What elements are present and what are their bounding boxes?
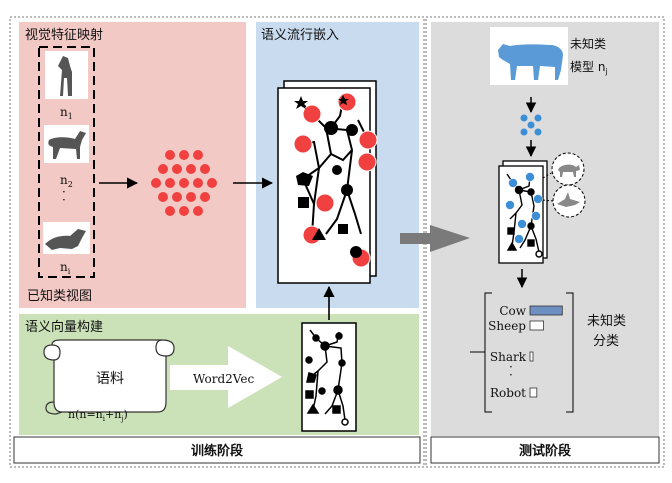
- classify-label: 未知类: [587, 313, 626, 329]
- visual-mapping-title: 视觉特征映射: [25, 27, 103, 43]
- word2vec-label: Word2Vec: [193, 372, 254, 386]
- feature-dot: [165, 206, 175, 216]
- word2vec-arrow: [170, 346, 282, 408]
- view-label-1: n1: [60, 105, 73, 121]
- testing-stage-bar: [430, 436, 660, 464]
- test-graph-nodes: [505, 172, 543, 244]
- feature-dot: [200, 164, 210, 174]
- class-ellipsis-2: ·: [509, 368, 513, 382]
- link-shark: [542, 199, 554, 202]
- view-ellipsis-1: ·: [62, 185, 66, 199]
- feature-dot: [193, 206, 203, 216]
- feature-dot: [172, 164, 182, 174]
- class-label: Shark: [490, 350, 527, 364]
- feature-dot: [158, 164, 168, 174]
- class-score-bar: [529, 387, 538, 398]
- known-views-box: [38, 46, 95, 278]
- horse-view-2: [44, 125, 89, 163]
- class-label: Sheep: [488, 319, 526, 333]
- feature-dot: [158, 192, 168, 202]
- feature-dot: [179, 150, 189, 160]
- horse-view-i: [43, 222, 90, 254]
- stage-transition-arrow: [400, 225, 470, 252]
- feature-dot: [172, 192, 182, 202]
- class-ellipsis-1: ·: [509, 360, 513, 374]
- test-feature-dots: [520, 114, 542, 136]
- training-stage-bar: [13, 436, 421, 464]
- class-score-bar: [529, 320, 545, 331]
- training-stage-label: 训练阶段: [191, 443, 243, 459]
- classify-label-2: 分类: [593, 334, 619, 349]
- corpus-scroll: [43, 339, 175, 415]
- view-ellipsis-2: ·: [62, 193, 66, 207]
- feature-dot: [193, 150, 203, 160]
- semantic-graph: [305, 329, 349, 426]
- class-score-bar: [529, 351, 534, 362]
- embedding-graph: [293, 92, 378, 268]
- semantic-title: 语义向量构建: [25, 319, 103, 335]
- embedding-title: 语义流行嵌入: [261, 28, 339, 43]
- sheep-icon: [558, 164, 580, 177]
- feature-dot: [151, 178, 161, 188]
- feature-dot-cluster: [151, 150, 217, 216]
- feature-dot: [179, 206, 189, 216]
- test-graph: [506, 173, 543, 258]
- view-label-i: ni: [60, 260, 71, 276]
- class-label: Robot: [490, 386, 526, 400]
- feature-dot: [179, 178, 189, 188]
- feature-dot: [193, 178, 203, 188]
- unknown-model-label: 未知类: [570, 37, 606, 51]
- testing-stage-label: 测试阶段: [519, 443, 571, 459]
- shark-icon: [557, 192, 580, 207]
- corpus-label: 语料: [96, 371, 124, 387]
- view-label-2: n2: [60, 173, 73, 189]
- feature-dot: [186, 164, 196, 174]
- feature-dot: [186, 192, 196, 202]
- cow-model-image: [490, 27, 568, 85]
- feature-dot: [165, 150, 175, 160]
- known-views-label: 已知类视图: [27, 288, 92, 304]
- right-bracket: [566, 292, 574, 413]
- corpus-formula: n(n=ni+nj): [68, 408, 128, 423]
- feature-dot: [207, 178, 217, 188]
- class-label: Cow: [499, 304, 526, 318]
- feature-dot: [165, 178, 175, 188]
- link-sheep: [542, 171, 554, 179]
- feature-dot: [200, 192, 210, 202]
- class-score-bar: [529, 305, 563, 316]
- horse-view-1: [45, 51, 88, 99]
- unknown-model-label-2: 模型 nj: [570, 60, 608, 76]
